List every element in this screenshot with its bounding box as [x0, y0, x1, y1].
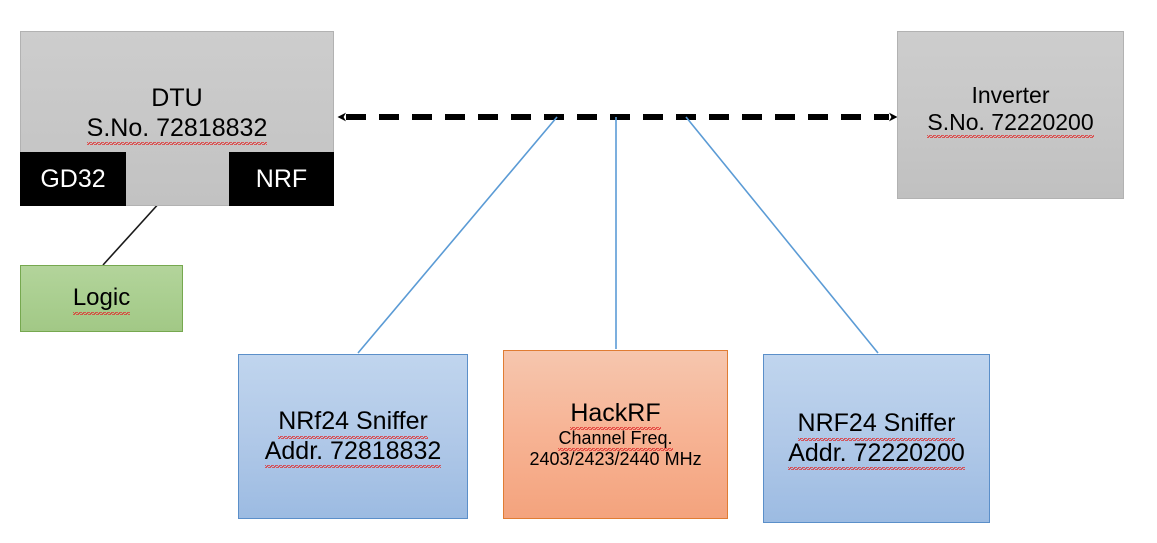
- sniffer-left-node[interactable]: NRf24 Sniffer Addr. 72818832: [238, 354, 468, 519]
- nrf-label: NRF: [255, 164, 308, 193]
- gd32-label: GD32: [40, 164, 106, 193]
- dtu-title: DTU: [151, 84, 203, 112]
- dtu-serial: S.No. 72818832: [86, 113, 268, 145]
- inverter-title: Inverter: [971, 82, 1050, 108]
- sniffer-left-title: NRf24 Sniffer: [278, 407, 428, 438]
- sniffer-left-tap-line: [357, 116, 558, 354]
- logic-label: Logic: [72, 284, 131, 315]
- logic-analyzer-node[interactable]: Logic: [20, 265, 183, 332]
- gd32-chip-node[interactable]: GD32: [20, 152, 126, 206]
- sniffer-right-tap-line: [685, 116, 879, 354]
- sniffer-right-title: NRF24 Sniffer: [797, 409, 956, 440]
- sniffer-right-address: Addr. 72220200: [788, 438, 965, 470]
- hackrf-title: HackRF: [570, 398, 661, 430]
- inverter-node[interactable]: Inverter S.No. 72220200: [897, 31, 1124, 199]
- sniffer-left-address: Addr. 72818832: [264, 436, 442, 468]
- sniffer-right-node[interactable]: NRF24 Sniffer Addr. 72220200: [763, 354, 990, 523]
- inverter-serial: S.No. 72220200: [927, 109, 1094, 139]
- hackrf-channel-label: Channel Freq.: [558, 428, 673, 452]
- hackrf-frequencies: 2403/2423/2440 MHz: [529, 449, 702, 470]
- hackrf-node[interactable]: HackRF Channel Freq. 2403/2423/2440 MHz: [503, 350, 728, 519]
- nrf-chip-node[interactable]: NRF: [229, 152, 334, 206]
